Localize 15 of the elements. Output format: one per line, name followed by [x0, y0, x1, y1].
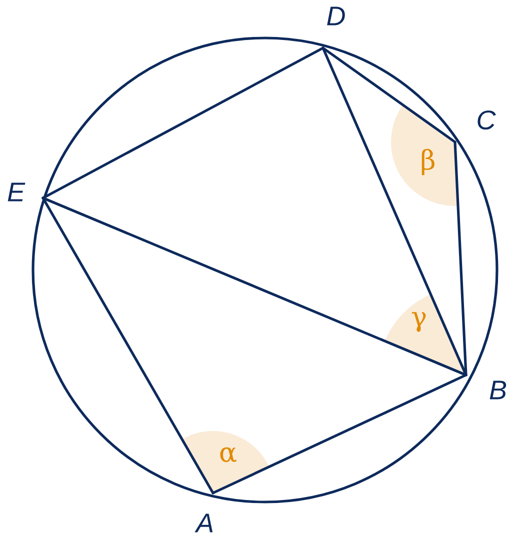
vertex-label: E	[8, 182, 26, 202]
vertex-label: C	[478, 110, 496, 130]
angle-label: γ	[412, 312, 426, 332]
vertex-label: D	[327, 6, 345, 26]
line-segment	[42, 196, 214, 494]
line-segment	[212, 374, 468, 494]
vertex-label: A	[194, 514, 213, 532]
line-segment	[42, 196, 468, 376]
angle-label: α	[220, 447, 236, 462]
line-segment	[322, 46, 456, 144]
line-segment	[322, 46, 468, 376]
vertex-label: B	[490, 380, 506, 400]
line-segment	[42, 46, 324, 200]
line-segment	[454, 140, 468, 376]
angle-label: β	[422, 148, 434, 176]
